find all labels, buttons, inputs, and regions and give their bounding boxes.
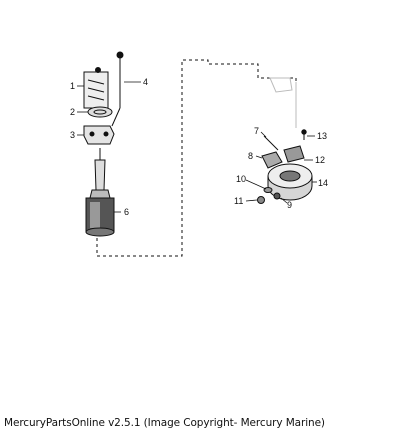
callout-13: 13 — [317, 131, 327, 141]
part-11-nut — [257, 196, 265, 204]
callout-10: 10 — [236, 174, 246, 184]
callout-1: 1 — [70, 81, 75, 91]
callout-8: 8 — [248, 151, 253, 161]
part-1-brush-holder — [83, 67, 109, 109]
callout-3: 3 — [70, 130, 75, 140]
upper-housing-outline — [269, 77, 297, 128]
callout-4: 4 — [143, 77, 148, 87]
part-13-screw — [301, 129, 307, 140]
callout-14: 14 — [318, 178, 328, 188]
part-12-pinion — [283, 145, 305, 163]
callout-6: 6 — [124, 207, 129, 217]
leader-lines — [77, 81, 317, 213]
part-6-armature — [85, 148, 115, 237]
callout-2: 2 — [70, 107, 75, 117]
callout-11: 11 — [234, 196, 243, 206]
dashed-wire-path-2 — [290, 77, 297, 94]
callout-12: 12 — [315, 155, 325, 165]
part-4-bolt — [111, 51, 124, 127]
copyright-caption: MercuryPartsOnline v2.5.1 (Image Copyrig… — [4, 417, 325, 429]
part-2-retainer — [87, 106, 113, 118]
part-3-bracket — [83, 125, 115, 145]
callout-9: 9 — [287, 200, 292, 210]
callout-7: 7 — [254, 126, 259, 136]
part-7-pin — [263, 135, 279, 151]
dashed-wire-path — [96, 59, 270, 257]
part-9-washer — [273, 192, 281, 200]
part-8-drive-lever — [261, 151, 283, 169]
